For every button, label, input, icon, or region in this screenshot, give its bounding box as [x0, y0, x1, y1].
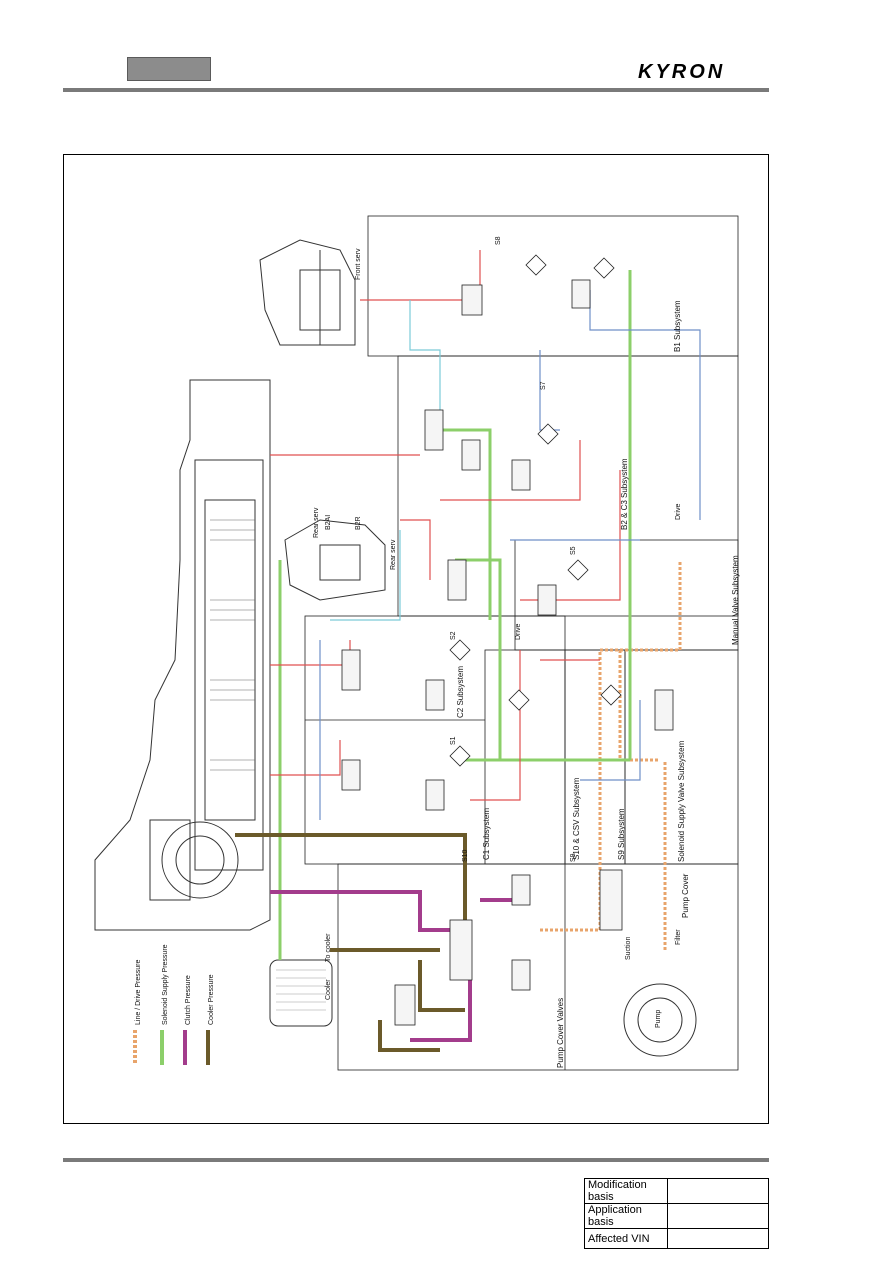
valves: [341, 279, 674, 1026]
s9-subsystem-title: S9 Subsystem: [617, 808, 626, 860]
label-drive-2: Drive: [675, 504, 682, 520]
label-s1: S1: [450, 736, 457, 745]
cooler: [269, 959, 333, 1027]
pump-cover-title: Pump Cover: [681, 873, 690, 918]
label-front-serv: Front serv: [355, 248, 362, 280]
modification-basis-label: Modification basis: [584, 1178, 668, 1204]
solenoid-supply-subsystem-title: Solenoid Supply Valve Subsystem: [677, 740, 686, 862]
label-s9: S9: [570, 853, 577, 862]
legend-line-label: Line / Drive Pressure: [135, 960, 142, 1025]
kyron-logo: KYRON: [638, 61, 725, 83]
cooler-pressure-lines: [235, 833, 467, 1052]
label-rear-serv: Rear serv: [313, 507, 320, 538]
cyan-lines: [330, 300, 441, 621]
label-b2a: B2AI: [325, 515, 332, 530]
c1-subsystem-title: C1 Subsystem: [482, 808, 491, 860]
table-row: Modification basis: [584, 1178, 769, 1204]
label-s2: S2: [450, 631, 457, 640]
rear-servo: [284, 519, 386, 601]
label-s10: S10: [462, 849, 469, 862]
s10csv-subsystem-title: S10 & CSV Subsystem: [572, 777, 581, 860]
label-suction: Suction: [625, 937, 632, 960]
revision-info-table: Modification basis Application basis Aff…: [584, 1178, 769, 1249]
manual-subsystem-title: Manual Valve Subsystem: [731, 555, 740, 645]
table-row: Affected VIN: [584, 1228, 769, 1249]
affected-vin-label: Affected VIN: [584, 1228, 668, 1249]
exhaust-lines: [319, 290, 701, 820]
legend: Line / Drive Pressure Solenoid Supply Pr…: [133, 944, 215, 1065]
label-pump: Pump: [655, 1010, 662, 1028]
modification-basis-value: [667, 1178, 769, 1204]
application-basis-value: [667, 1203, 769, 1229]
label-cooler: Cooler: [325, 979, 332, 1000]
diagram-frame: [63, 154, 769, 1124]
c2-subsystem-title: C2 Subsystem: [456, 666, 465, 718]
footer-rule: [63, 1158, 769, 1162]
legend-cooler-label: Cooler Pressure: [208, 974, 215, 1025]
section-tab: [127, 57, 211, 81]
label-to-cooler: To cooler: [325, 933, 332, 962]
solenoid-supply-lines: [278, 270, 632, 960]
diagram-labels: S10 S9 Cooler To cooler Front serv Rear …: [313, 236, 682, 1028]
pump-cover-valves-title: Pump Cover Valves: [556, 998, 565, 1068]
legend-clutch-label: Clutch Pressure: [185, 975, 192, 1025]
label-drive: Drive: [515, 624, 522, 640]
control-pressure-lines: [270, 250, 621, 801]
transmission-body: [94, 379, 271, 931]
svg-text:KYRON: KYRON: [638, 61, 725, 83]
subsystem-titles: B1 Subsystem B2 & C3 Subsystem Manual Va…: [456, 300, 740, 1068]
label-s7: S7: [540, 381, 547, 390]
front-servo: [259, 239, 356, 346]
label-s5: S5: [570, 546, 577, 555]
legend-solenoid-label: Solenoid Supply Pressure: [162, 944, 169, 1025]
solenoids: [449, 254, 622, 767]
label-b2r: B2R: [355, 516, 362, 530]
label-s8: S8: [495, 236, 502, 245]
label-filter: Filter: [675, 929, 682, 945]
b1-subsystem-title: B1 Subsystem: [673, 300, 682, 352]
affected-vin-value: [667, 1228, 769, 1249]
pump: [623, 983, 697, 1057]
clutch-pack-lines: [210, 519, 255, 771]
application-basis-label: Application basis: [584, 1203, 668, 1229]
label-rear-serv-2: Rear serv: [390, 539, 397, 570]
b2c3-subsystem-title: B2 & C3 Subsystem: [620, 458, 629, 530]
header-rule: [63, 88, 769, 92]
table-row: Application basis: [584, 1203, 769, 1229]
